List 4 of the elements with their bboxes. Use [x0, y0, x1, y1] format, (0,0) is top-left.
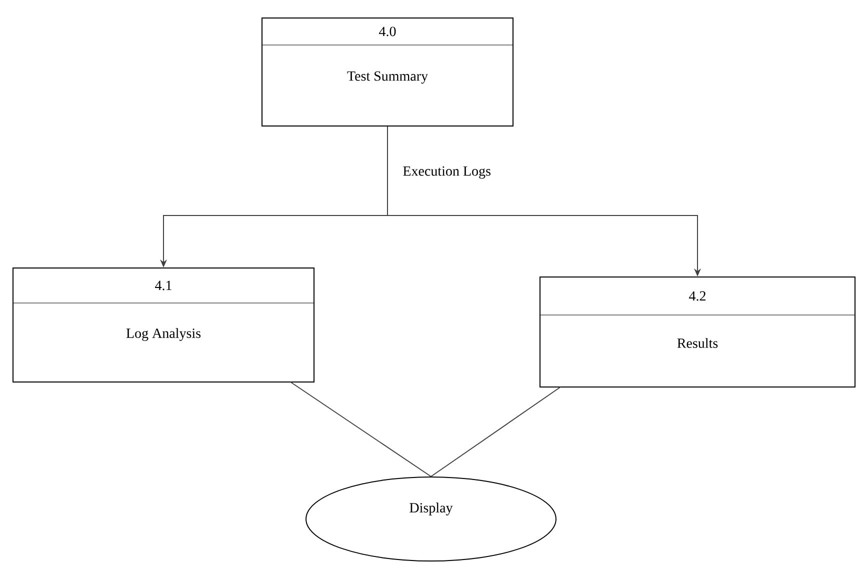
process-box: 4.0 Test Summary: [262, 18, 514, 126]
process-box: 4.1 Log Analysis: [12, 268, 314, 382]
process-box: 4.2 Results: [540, 276, 856, 388]
edge-label: Execution Logs: [402, 165, 492, 180]
